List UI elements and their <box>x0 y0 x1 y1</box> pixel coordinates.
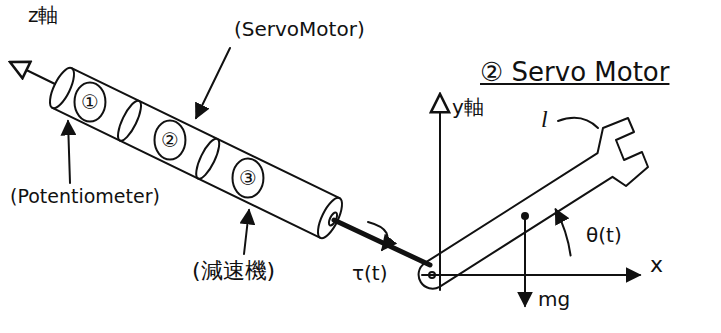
z-axis <box>10 62 55 84</box>
cylinder-edge <box>52 108 320 238</box>
axis-label: x <box>650 252 663 277</box>
leader-line <box>244 210 249 254</box>
part-label: (Potentiometer) <box>10 186 160 208</box>
leader-line <box>68 121 70 183</box>
x-axis <box>422 274 640 276</box>
segment-joint <box>192 136 224 182</box>
ellipse-shape <box>75 83 106 122</box>
segment-joint <box>114 98 146 144</box>
pendulum-arm <box>419 118 648 289</box>
gravity-arrow <box>524 216 526 306</box>
ellipse-shape <box>233 159 264 198</box>
part-label: (減速機) <box>192 258 275 283</box>
ellipse-shape <box>155 121 186 160</box>
angle-label: θ(t) <box>586 224 622 247</box>
output-shaft <box>334 220 430 265</box>
callout-number: ① <box>81 91 99 114</box>
force-label: mg <box>538 288 570 311</box>
axis-label: z軸 <box>28 4 59 27</box>
axis-label: y軸 <box>452 96 484 119</box>
torque-label: τ(t) <box>352 262 388 285</box>
leader-line <box>558 118 598 128</box>
cylinder-edge <box>72 68 340 198</box>
torque-arrow <box>368 222 388 250</box>
diagram-title: ② Servo Motor <box>480 58 669 88</box>
callout-number: ② <box>161 129 179 152</box>
length-label: l <box>541 106 548 134</box>
segment-ellipse: ③ <box>231 157 265 199</box>
cylinder-end <box>313 195 347 242</box>
segment-ellipse: ① <box>73 81 107 123</box>
y-axis <box>439 94 441 290</box>
leader-line <box>196 48 230 118</box>
part-label: (ServoMotor) <box>234 18 365 41</box>
angle-arc <box>556 209 571 255</box>
segment-ellipse: ② <box>153 119 187 161</box>
callout-number: ③ <box>239 167 257 190</box>
